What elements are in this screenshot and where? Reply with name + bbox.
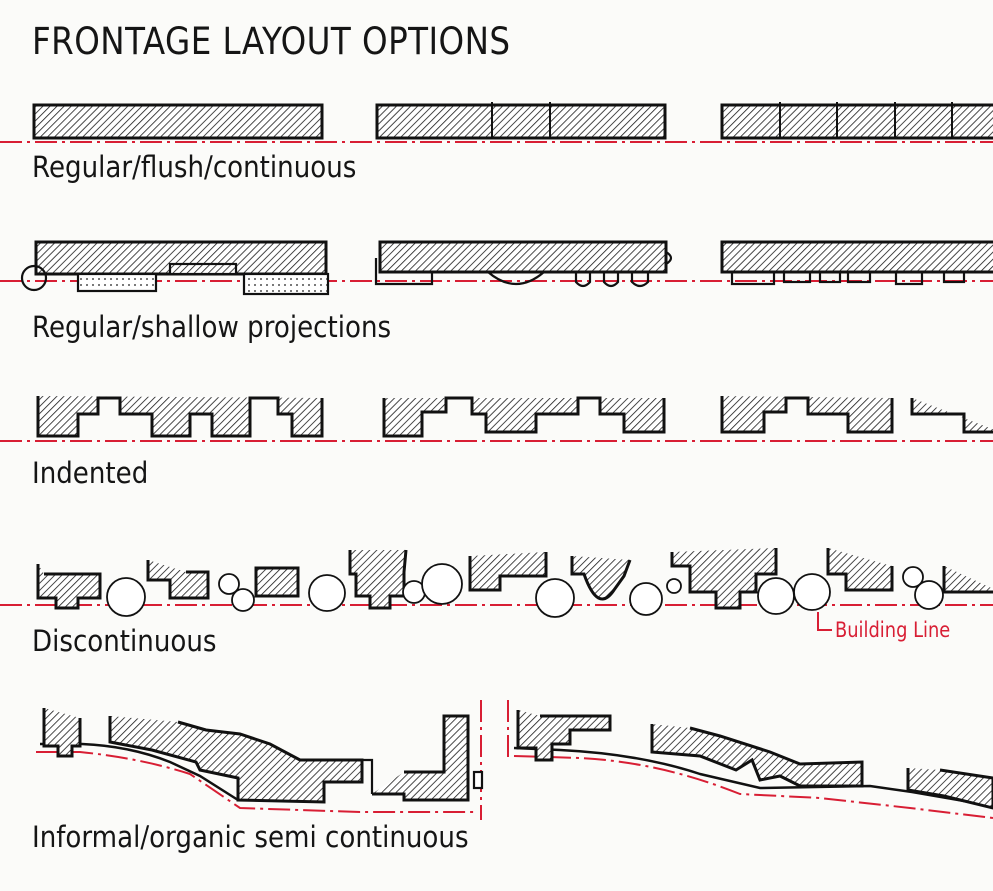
- row-shallow-projections: [0, 240, 993, 296]
- building-line-leader: [817, 612, 832, 631]
- trees: [106, 563, 944, 618]
- row-regular-flush: [0, 102, 993, 143]
- projections: [76, 262, 330, 296]
- row-label-informal-organic: Informal/organic semi continuous: [32, 820, 469, 854]
- row-label-discontinuous: Discontinuous: [32, 624, 217, 658]
- building-blocks: [36, 396, 993, 438]
- bay-windows: [20, 251, 966, 292]
- building-blocks: [42, 708, 993, 810]
- party-walls: [491, 102, 953, 138]
- building-blocks: [36, 548, 993, 610]
- frontage-rows: [0, 102, 993, 820]
- building-blocks: [32, 103, 993, 140]
- building-line-annotation: Building Line: [835, 618, 951, 642]
- row-informal-organic: [36, 700, 993, 820]
- row-indented: [0, 396, 993, 442]
- street-edge: [40, 742, 993, 808]
- page-title: FRONTAGE LAYOUT OPTIONS: [32, 20, 511, 63]
- row-label-shallow-projections: Regular/shallow projections: [32, 310, 392, 344]
- row-discontinuous: [0, 548, 993, 631]
- row-label-regular-flush: Regular/flush/continuous: [32, 150, 357, 184]
- connectors: [362, 758, 484, 794]
- row-label-indented: Indented: [32, 456, 149, 490]
- building-line: [36, 700, 993, 820]
